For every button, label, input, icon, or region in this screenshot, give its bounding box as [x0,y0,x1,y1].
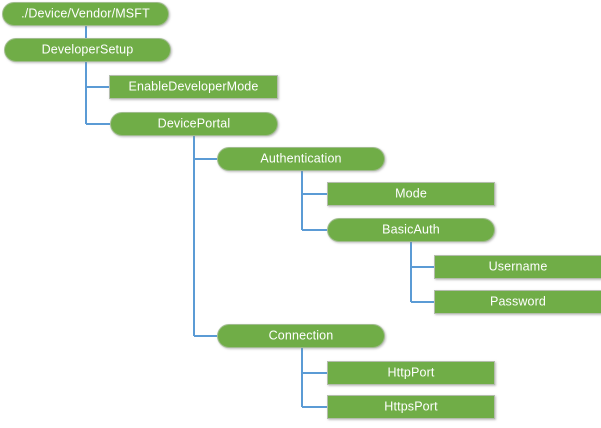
tree-node-httpport[interactable]: HttpPort [327,361,495,385]
tree-node-username[interactable]: Username [434,255,601,279]
tree-node-label: HttpsPort [384,399,438,414]
tree-node-root[interactable]: ./Device/Vendor/MSFT [2,2,169,26]
tree-node-label: Mode [395,186,427,201]
tree-node-label: Password [489,294,547,309]
tree-node-label: DevicePortal [157,116,231,131]
tree-node-label: DeveloperSetup [41,42,134,57]
tree-node-label: Authentication [260,151,342,166]
tree-node-authentication[interactable]: Authentication [217,147,385,171]
tree-node-label: BasicAuth [382,222,440,237]
tree-node-connection[interactable]: Connection [217,324,385,348]
tree-node-httpsport[interactable]: HttpsPort [327,395,495,419]
tree-node-developersetup[interactable]: DeveloperSetup [4,38,171,62]
tree-node-password[interactable]: Password [434,290,601,314]
tree-node-label: EnableDeveloperMode [128,79,259,94]
tree-node-label: HttpPort [387,365,435,380]
tree-node-enabledevelopermode[interactable]: EnableDeveloperMode [109,75,278,99]
tree-node-label: Connection [268,328,334,343]
tree-node-label: Username [488,259,548,274]
tree-node-deviceportal[interactable]: DevicePortal [110,112,278,136]
tree-node-basicauth[interactable]: BasicAuth [327,218,495,242]
tree-node-label: ./Device/Vendor/MSFT [21,6,150,21]
tree-node-mode[interactable]: Mode [327,182,495,206]
